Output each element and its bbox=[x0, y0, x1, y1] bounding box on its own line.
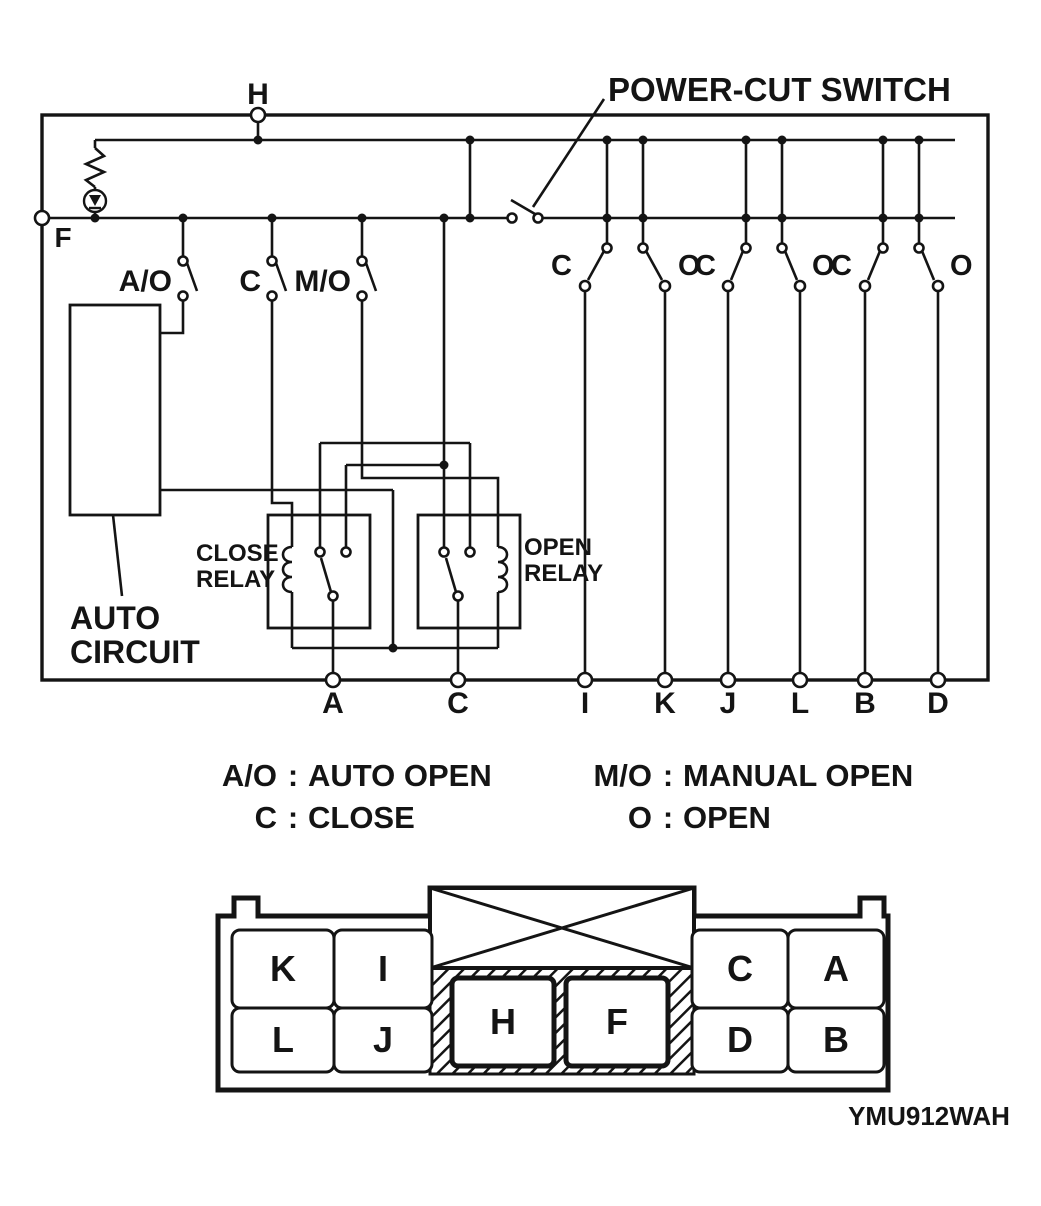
auto-circuit-box bbox=[68, 303, 162, 517]
connector-diagram: K I C A L J D B H F bbox=[215, 885, 891, 1093]
diode-icon bbox=[89, 195, 101, 206]
close-relay-label-line2: RELAY bbox=[196, 566, 275, 593]
connector-cell-label-k: K bbox=[270, 948, 296, 989]
legend-abbr-close: C bbox=[255, 800, 277, 835]
terminal-label-b: B bbox=[854, 687, 876, 720]
legend-meaning-close: CLOSE bbox=[308, 800, 415, 835]
contact-label: C bbox=[695, 250, 716, 282]
terminal-label-k: K bbox=[654, 687, 676, 720]
connector-cell-label-h: H bbox=[490, 1001, 516, 1042]
terminal-label-d: D bbox=[927, 687, 949, 720]
legend-separator: : bbox=[663, 800, 673, 835]
connector-cell-label-j: J bbox=[373, 1019, 393, 1060]
connector-cell-label-c: C bbox=[727, 948, 753, 989]
keyway-cross-line bbox=[429, 886, 695, 970]
close-relay-coil-icon bbox=[281, 545, 293, 594]
figure-code: YMU912WAH bbox=[848, 1101, 1010, 1131]
legend: A/O : AUTO OPEN C : CLOSE M/O : MANUAL O… bbox=[222, 758, 913, 835]
connector-cell-h bbox=[449, 975, 557, 1069]
legend-meaning-manual-open: MANUAL OPEN bbox=[683, 758, 913, 793]
legend-meaning-auto-open: AUTO OPEN bbox=[308, 758, 492, 793]
contact-label: O bbox=[812, 250, 835, 282]
terminal-h bbox=[249, 106, 267, 124]
connector-cell-label-b: B bbox=[823, 1019, 849, 1060]
switch-contact-circles bbox=[177, 212, 945, 602]
switch-label-manual-open: M/O bbox=[294, 265, 351, 298]
connector-cell-j bbox=[332, 1006, 434, 1074]
close-relay-label-line1: CLOSE bbox=[196, 540, 279, 567]
connector-cell-label-l: L bbox=[272, 1019, 294, 1060]
terminal-label-i: I bbox=[581, 687, 589, 720]
manual-open-switch bbox=[356, 255, 368, 267]
connector-cell-label-a: A bbox=[823, 948, 849, 989]
power-cut-leader-line bbox=[531, 98, 606, 208]
terminal-label-f: F bbox=[54, 222, 71, 253]
contact-label: O bbox=[678, 250, 701, 282]
legend-separator: : bbox=[663, 758, 673, 793]
circuit-border bbox=[40, 113, 990, 682]
connector-cell-b bbox=[786, 1006, 886, 1074]
legend-abbr-manual-open: M/O bbox=[593, 758, 652, 793]
contact-label: O bbox=[950, 250, 973, 282]
connector-cell-label-i: I bbox=[378, 948, 388, 989]
close-relay-box bbox=[266, 513, 372, 630]
resistor-icon bbox=[82, 147, 108, 189]
junction-dots bbox=[90, 135, 924, 653]
auto-circuit-leader-line bbox=[111, 514, 124, 597]
auto-circuit-label-line1: AUTO bbox=[70, 600, 160, 636]
terminal-label-j: J bbox=[720, 687, 737, 720]
power-cut-switch bbox=[506, 212, 518, 224]
open-relay-label-line1: OPEN bbox=[524, 534, 592, 561]
terminal-label-c: C bbox=[447, 687, 469, 720]
power-cut-switch-label: POWER-CUT SWITCH bbox=[608, 71, 951, 108]
close-switch bbox=[266, 255, 278, 267]
legend-separator: : bbox=[288, 758, 298, 793]
auto-open-switch bbox=[177, 255, 189, 267]
terminal-label-a: A bbox=[322, 687, 344, 720]
contact-label: C bbox=[551, 250, 572, 282]
open-relay-coil-icon bbox=[497, 545, 509, 594]
terminal-circles bbox=[33, 106, 947, 689]
open-relay-label-line2: RELAY bbox=[524, 560, 603, 587]
terminal-label-h: H bbox=[247, 78, 269, 111]
connector-cell-f bbox=[563, 975, 671, 1069]
switch-label-auto-open: A/O bbox=[119, 265, 172, 298]
auto-circuit-label-line2: CIRCUIT bbox=[70, 634, 200, 670]
terminal-f bbox=[33, 209, 51, 227]
contact-label: C bbox=[831, 250, 852, 282]
connector-cell-label-f: F bbox=[606, 1001, 628, 1042]
switch-label-close: C bbox=[239, 265, 261, 298]
circuit-diagram: H F POWER-CUT SWITCH A/O C M/O C O C O C… bbox=[33, 71, 990, 720]
legend-meaning-open: OPEN bbox=[683, 800, 771, 835]
diode-symbol bbox=[82, 188, 108, 214]
legend-separator: : bbox=[288, 800, 298, 835]
open-relay-box bbox=[416, 513, 522, 630]
connector-cells bbox=[230, 928, 886, 1074]
connector-cell-label-d: D bbox=[727, 1019, 753, 1060]
terminal-label-l: L bbox=[791, 687, 809, 720]
circuit-wires bbox=[42, 98, 955, 673]
legend-abbr-auto-open: A/O bbox=[222, 758, 277, 793]
legend-abbr-open: O bbox=[628, 800, 652, 835]
